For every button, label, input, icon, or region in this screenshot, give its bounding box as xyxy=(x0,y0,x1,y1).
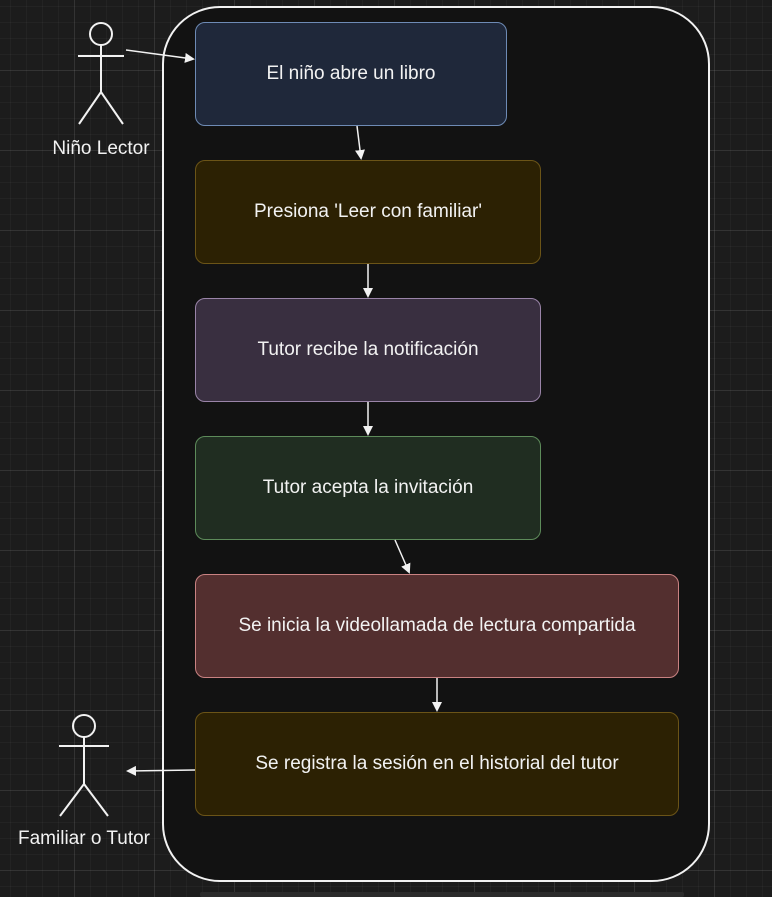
horizontal-scrollbar[interactable] xyxy=(200,892,684,897)
step-label: Tutor acepta la invitación xyxy=(262,476,474,498)
actor-label-tutor: Familiar o Tutor xyxy=(18,828,150,849)
step-register-session[interactable]: Se registra la sesión en el historial de… xyxy=(195,712,679,816)
step-label: Se registra la sesión en el historial de… xyxy=(255,752,619,774)
step-tutor-accepts-invitation[interactable]: Tutor acepta la invitación xyxy=(195,436,541,540)
actor-label-reader: Niño Lector xyxy=(52,138,150,159)
step-tutor-receives-notification[interactable]: Tutor recibe la notificación xyxy=(195,298,541,402)
step-open-book[interactable]: El niño abre un libro xyxy=(195,22,507,126)
arrow-actor-to-step-1 xyxy=(125,49,195,63)
arrow-step-1-to-step-2 xyxy=(355,125,365,160)
step-start-videocall[interactable]: Se inicia la videollamada de lectura com… xyxy=(195,574,679,678)
arrow-step-6-to-actor xyxy=(126,765,196,776)
nino-lector-actor-icon xyxy=(78,22,124,125)
arrow-step-4-to-step-5 xyxy=(394,539,411,574)
step-press-read-with-family[interactable]: Presiona 'Leer con familiar' xyxy=(195,160,541,264)
step-label: Se inicia la videollamada de lectura com… xyxy=(238,614,636,636)
step-label: Tutor recibe la notificación xyxy=(257,338,479,360)
familiar-tutor-actor-icon xyxy=(59,714,109,817)
step-label: El niño abre un libro xyxy=(266,62,436,84)
step-label: Presiona 'Leer con familiar' xyxy=(254,200,482,222)
